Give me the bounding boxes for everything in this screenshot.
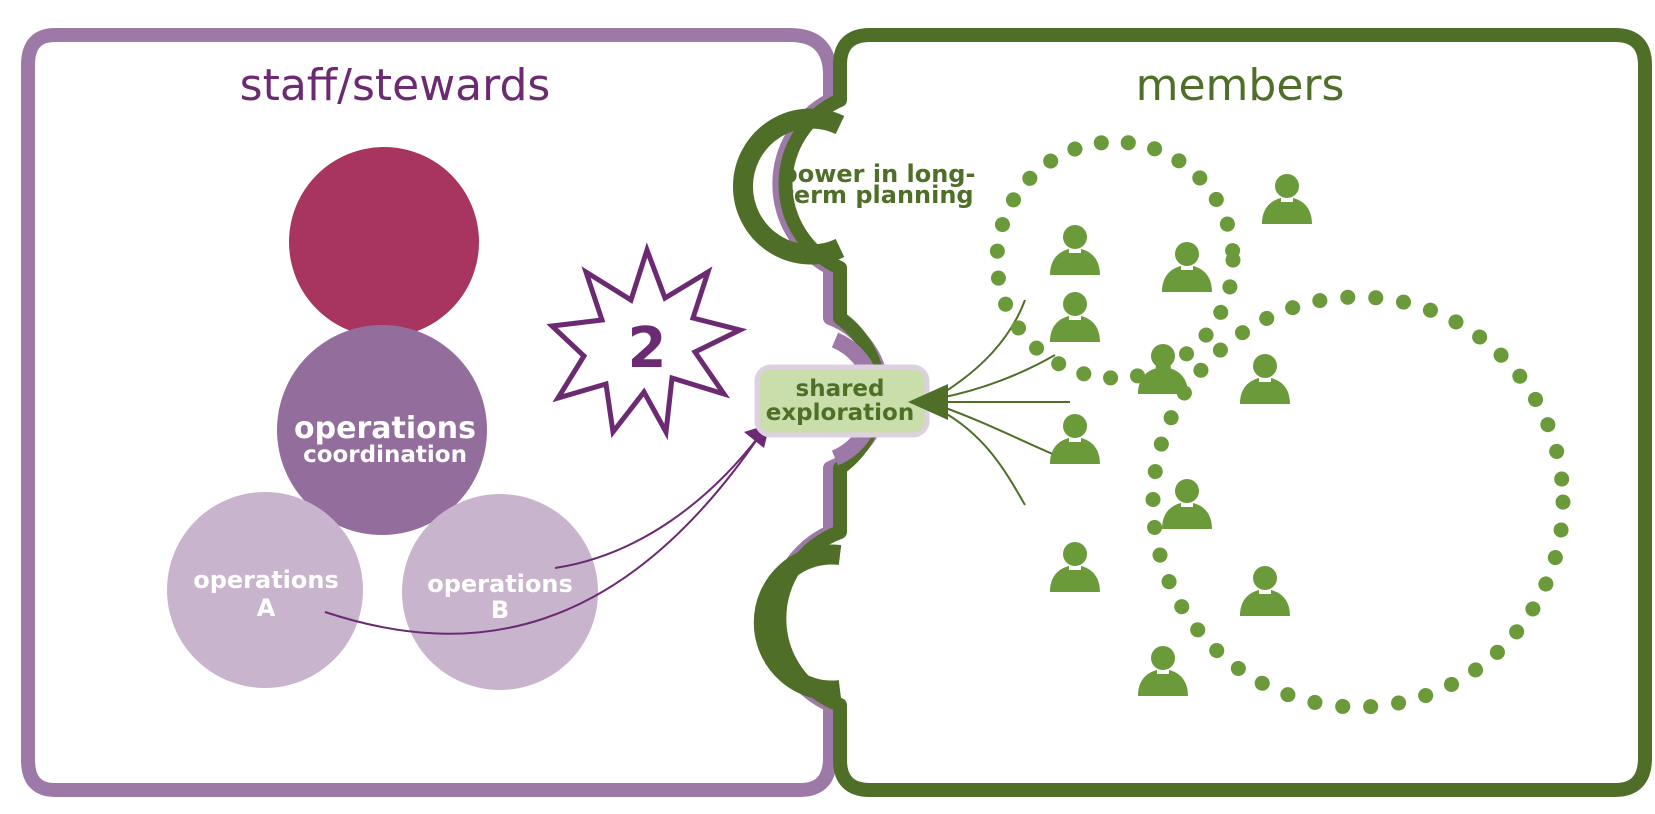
members-panel: members: [772, 28, 1652, 797]
starburst-number: 2: [628, 316, 667, 381]
person-icon: [1240, 354, 1290, 404]
staff-circles: operations coordination operations A ope…: [167, 147, 598, 690]
operations-a-sublabel: A: [257, 594, 276, 622]
person-icon: [1262, 174, 1312, 224]
member-arrow-line-5: [939, 409, 1026, 506]
person-icon: [1050, 542, 1100, 592]
operations-coordination-sublabel: coordination: [303, 442, 467, 468]
starburst-shape: [546, 242, 748, 441]
arrow-from-operations-a: [324, 434, 761, 635]
operations-a-circle: [167, 492, 363, 688]
shared-exploration: shared exploration: [754, 364, 930, 438]
person-icon: [1050, 414, 1100, 464]
shared-exploration-line1: shared: [796, 376, 885, 402]
member-group-circles: [989, 134, 1571, 715]
person-icon: [1240, 566, 1290, 616]
person-icon: [1050, 292, 1100, 342]
members-arrows: [908, 299, 1070, 506]
member-arrow-line-4: [939, 405, 1056, 456]
tab-ring-top: [732, 108, 845, 265]
staff-panel-title: staff/stewards: [240, 60, 551, 111]
power-line2: term planning: [782, 181, 973, 209]
staff-arrows: [324, 424, 770, 635]
operations-a-label: operations: [193, 566, 339, 594]
member-group-large: [1145, 289, 1571, 715]
operations-b-sublabel: B: [491, 596, 509, 624]
members-panel-title: members: [1136, 60, 1345, 111]
power-line1: power in long-: [781, 160, 976, 188]
members-panel-frame: [772, 28, 1652, 797]
shared-exploration-line2: exploration: [766, 400, 915, 426]
member-icons: [1050, 174, 1312, 696]
power-in-planning-label: power in long- term planning: [781, 160, 976, 209]
tab-ring-bottom: [753, 544, 842, 701]
member-arrow-head: [908, 384, 948, 420]
member-group-small: [989, 134, 1241, 386]
person-icon: [1162, 479, 1212, 529]
leadership-circle: [289, 147, 479, 337]
operations-coordination-circle: [277, 325, 487, 535]
starburst-icon: 2: [546, 242, 748, 441]
operations-coordination-label: operations: [294, 411, 476, 446]
operations-b-label: operations: [427, 570, 573, 598]
arrow-from-operations-b: [554, 434, 761, 569]
person-icon: [1162, 242, 1212, 292]
member-arrow-line-2: [939, 354, 1056, 399]
person-icon: [1050, 225, 1100, 275]
member-arrow-line-1: [939, 299, 1026, 396]
operations-b-circle: [402, 494, 598, 690]
person-icon: [1138, 646, 1188, 696]
